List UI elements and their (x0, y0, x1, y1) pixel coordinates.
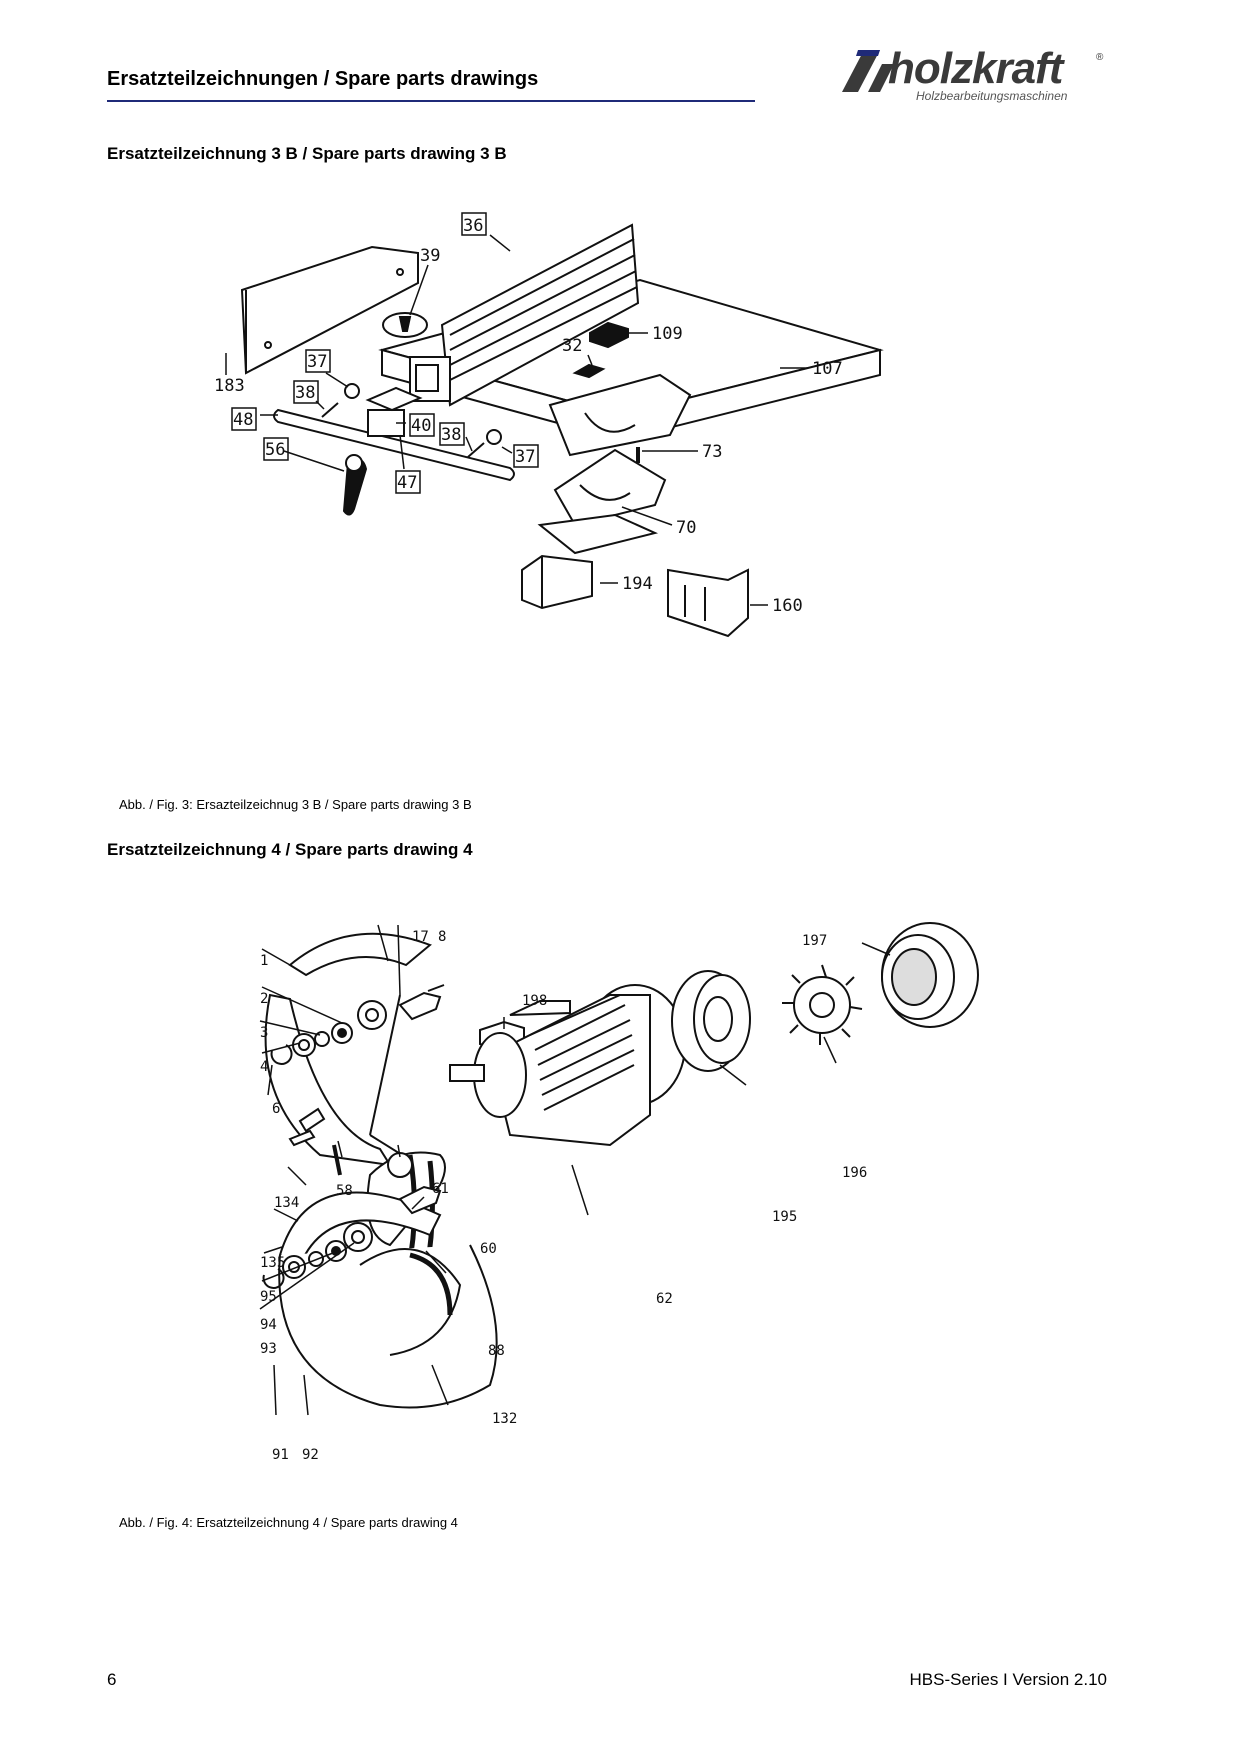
brand-logo: holzkraft ® Holzbearbeitungsmaschinen (838, 44, 1118, 104)
label-60: 60 (480, 1241, 497, 1257)
label-36: 36 (463, 216, 483, 236)
label-94: 94 (260, 1317, 277, 1333)
label-91: 91 (272, 1447, 289, 1463)
spare-parts-drawing-4: 17 8 1 2 3 4 6 198 197 196 195 134 58 61… (259, 922, 979, 1463)
label-197: 197 (802, 933, 827, 949)
part-labels-3b: 36 39 109 32 107 183 37 38 48 40 38 37 5… (214, 216, 843, 616)
label-92: 92 (302, 1447, 319, 1463)
part-109-block (572, 321, 629, 379)
label-32: 32 (562, 336, 582, 356)
part-56-handle (342, 454, 368, 516)
label-70: 70 (676, 518, 696, 538)
page-header-title: Ersatzteilzeichnungen / Spare parts draw… (107, 68, 539, 90)
logo-wordmark: holzkraft (888, 44, 1063, 93)
part-70-trunnion (537, 373, 692, 555)
logo-mark-icon (842, 50, 894, 92)
label-3: 3 (260, 1025, 268, 1041)
part-194-switch-box (521, 554, 593, 610)
lower-wheel-cover (278, 1191, 498, 1409)
label-135: 135 (260, 1255, 285, 1271)
label-160: 160 (772, 596, 803, 616)
label-38b: 38 (441, 425, 461, 445)
logo-subtitle: Holzbearbeitungsmaschinen (916, 89, 1068, 103)
label-93: 93 (260, 1341, 277, 1357)
lower-hub-parts (262, 1107, 442, 1289)
part-labels-4: 17 8 1 2 3 4 6 198 197 196 195 134 58 61… (260, 929, 867, 1463)
label-40: 40 (411, 416, 431, 436)
section-title-4: Ersatzteilzeichnung 4 / Spare parts draw… (107, 840, 473, 859)
label-37: 37 (307, 352, 327, 372)
fan-cover-197 (881, 922, 979, 1028)
label-56: 56 (265, 440, 285, 460)
page-number: 6 (107, 1670, 117, 1689)
label-195: 195 (772, 1209, 797, 1225)
part-37-nuts (321, 383, 502, 458)
label-6: 6 (272, 1101, 280, 1117)
leader-lines-3b (225, 234, 808, 606)
label-95: 95 (260, 1289, 277, 1305)
label-107: 107 (812, 359, 843, 379)
label-109: 109 (652, 324, 683, 344)
label-132: 132 (492, 1411, 517, 1427)
label-47: 47 (397, 473, 417, 493)
part-183-plate (240, 245, 419, 375)
label-17: 17 (412, 929, 429, 945)
label-183: 183 (214, 376, 245, 396)
label-frames-3b (231, 212, 539, 494)
label-198: 198 (522, 993, 547, 1009)
label-58: 58 (336, 1183, 353, 1199)
figure-caption-3b: Abb. / Fig. 3: Ersazteilzeichnug 3 B / S… (119, 797, 472, 812)
motor-62 (449, 984, 686, 1147)
part-48-rail (273, 386, 515, 482)
leader-lines-4 (259, 924, 891, 1416)
label-39: 39 (420, 246, 440, 266)
label-4: 4 (260, 1059, 268, 1075)
label-37b: 37 (515, 447, 535, 467)
label-8: 8 (438, 929, 446, 945)
header-divider (107, 100, 755, 102)
part-36-fence (409, 223, 640, 407)
label-73: 73 (702, 442, 722, 462)
figure-caption-4: Abb. / Fig. 4: Ersatzteilzeichnung 4 / S… (119, 1515, 458, 1530)
label-62: 62 (656, 1291, 673, 1307)
logo-registered-mark: ® (1096, 52, 1104, 63)
label-88: 88 (488, 1343, 505, 1359)
part-160-bracket (667, 568, 749, 638)
label-196: 196 (842, 1165, 867, 1181)
document-version: HBS-Series I Version 2.10 (909, 1670, 1107, 1689)
upper-hub-parts (270, 984, 445, 1065)
label-134: 134 (274, 1195, 299, 1211)
part-39-clamp (382, 312, 428, 338)
section-title-3b: Ersatzteilzeichnung 3 B / Spare parts dr… (107, 144, 507, 163)
fan-196 (782, 964, 863, 1045)
label-194: 194 (622, 574, 653, 594)
spacer-ring-195 (671, 970, 751, 1072)
label-38: 38 (295, 383, 315, 403)
label-2: 2 (260, 991, 268, 1007)
label-1: 1 (260, 953, 268, 969)
label-61: 61 (432, 1181, 449, 1197)
spare-parts-drawing-3b: 36 39 109 32 107 183 37 38 48 40 38 37 5… (214, 212, 884, 638)
label-48: 48 (233, 410, 253, 430)
